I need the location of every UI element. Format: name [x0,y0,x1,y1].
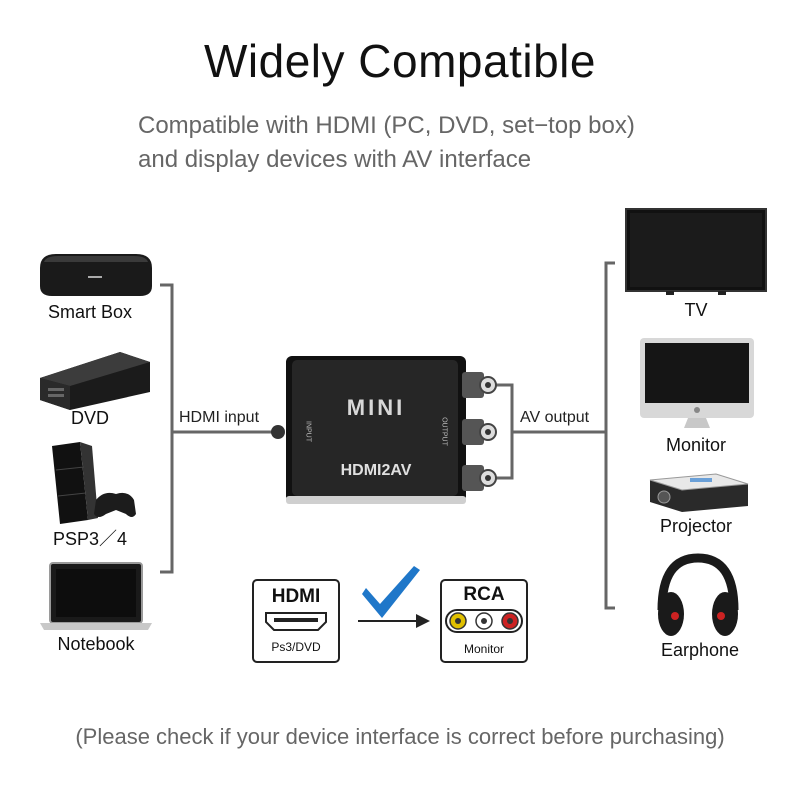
rca-jacks [462,372,497,491]
purchase-notice: (Please check if your device interface i… [75,724,725,749]
input-connector-dot [271,425,285,439]
check-icon [362,566,420,618]
subtitle-line-2: and display devices with AV interface [138,146,532,173]
rca-card-title: RCA [463,584,505,605]
monitor-icon [640,338,754,428]
display-label-projector: Projector [659,516,733,536]
laptop-icon [40,562,152,630]
source-label-dvd: DVD [70,408,109,428]
headphones-icon [657,553,739,636]
display-label-earphone: Earphone [660,640,740,660]
display-label-tv: TV [684,300,708,320]
smart-box-icon [40,254,152,296]
hdmi-card-caption: Ps3/DVD [271,640,321,654]
arrow-icon [358,614,430,628]
display-bracket [493,261,615,610]
source-bracket [160,283,278,574]
source-label-notebook: Notebook [57,634,135,654]
source-label-smart-box: Smart Box [47,302,133,322]
tv-icon [625,208,767,295]
game-console-icon [52,442,136,524]
converter-model: HDMI2AV [340,462,412,479]
rca-card [440,579,528,663]
display-label-monitor: Monitor [665,435,727,455]
rca-card-caption: Monitor [463,642,504,656]
converter-brand: MINI [346,395,406,420]
projector-icon [649,473,749,512]
converter-input-port-label: INPUT [304,421,312,442]
converter-output-port-label: OUTPUT [440,417,448,446]
subtitle-line-1: Compatible with HDMI (PC, DVD, set−top b… [138,112,635,139]
hdmi-card [252,579,340,663]
converter-box [286,356,466,504]
hdmi-card-title: HDMI [271,586,321,607]
av-output-label: AV output [520,409,590,426]
dvd-player-icon [40,352,150,410]
source-label-console: PSP3／4 [52,529,128,549]
hdmi-input-label: HDMI input [179,409,260,426]
page-title: Widely Compatible [204,35,596,87]
